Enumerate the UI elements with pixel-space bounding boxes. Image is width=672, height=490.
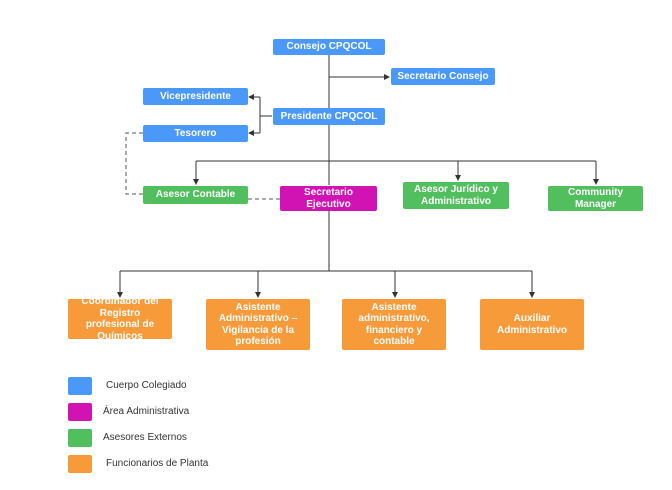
node-tesorero: Tesorero [143, 125, 248, 142]
node-asistente-vigilancia: Asistente Administrativo – Vigilancia de… [206, 299, 310, 350]
node-secretario-ejecutivo: Secretario Ejecutivo [280, 186, 377, 211]
node-asesor-juridico: Asesor Jurídico y Administrativo [403, 182, 509, 209]
legend-swatch-area-administrativa [68, 403, 92, 421]
dashed-tesorero-contable [125, 132, 143, 195]
node-consejo: Consejo CPQCOL [273, 39, 385, 55]
node-vicepresidente: Vicepresidente [143, 88, 248, 105]
legend-label-funcionarios-planta: Funcionarios de Planta [106, 458, 209, 469]
legend-label-asesores-externos: Asesores Externos [103, 432, 187, 443]
node-asesor-contable: Asesor Contable [143, 186, 248, 204]
legend-swatch-asesores-externos [68, 429, 92, 447]
legend-label-cuerpo-colegiado: Cuerpo Colegiado [106, 380, 187, 391]
node-presidente: Presidente CPQCOL [273, 108, 385, 125]
node-secretario-consejo: Secretario Consejo [391, 68, 495, 85]
node-coordinador-registro: Coordinador del Registro profesional de … [68, 296, 172, 342]
legend-swatch-funcionarios-planta [68, 455, 92, 473]
legend-swatch-cuerpo-colegiado [68, 377, 92, 395]
legend-label-area-administrativa: Área Administrativa [103, 406, 190, 417]
node-asistente-financiero: Asistente administrativo, financiero y c… [342, 299, 446, 350]
node-auxiliar-administrativo: Auxiliar Administrativo [480, 299, 584, 350]
node-community-manager: Community Manager [548, 186, 643, 211]
